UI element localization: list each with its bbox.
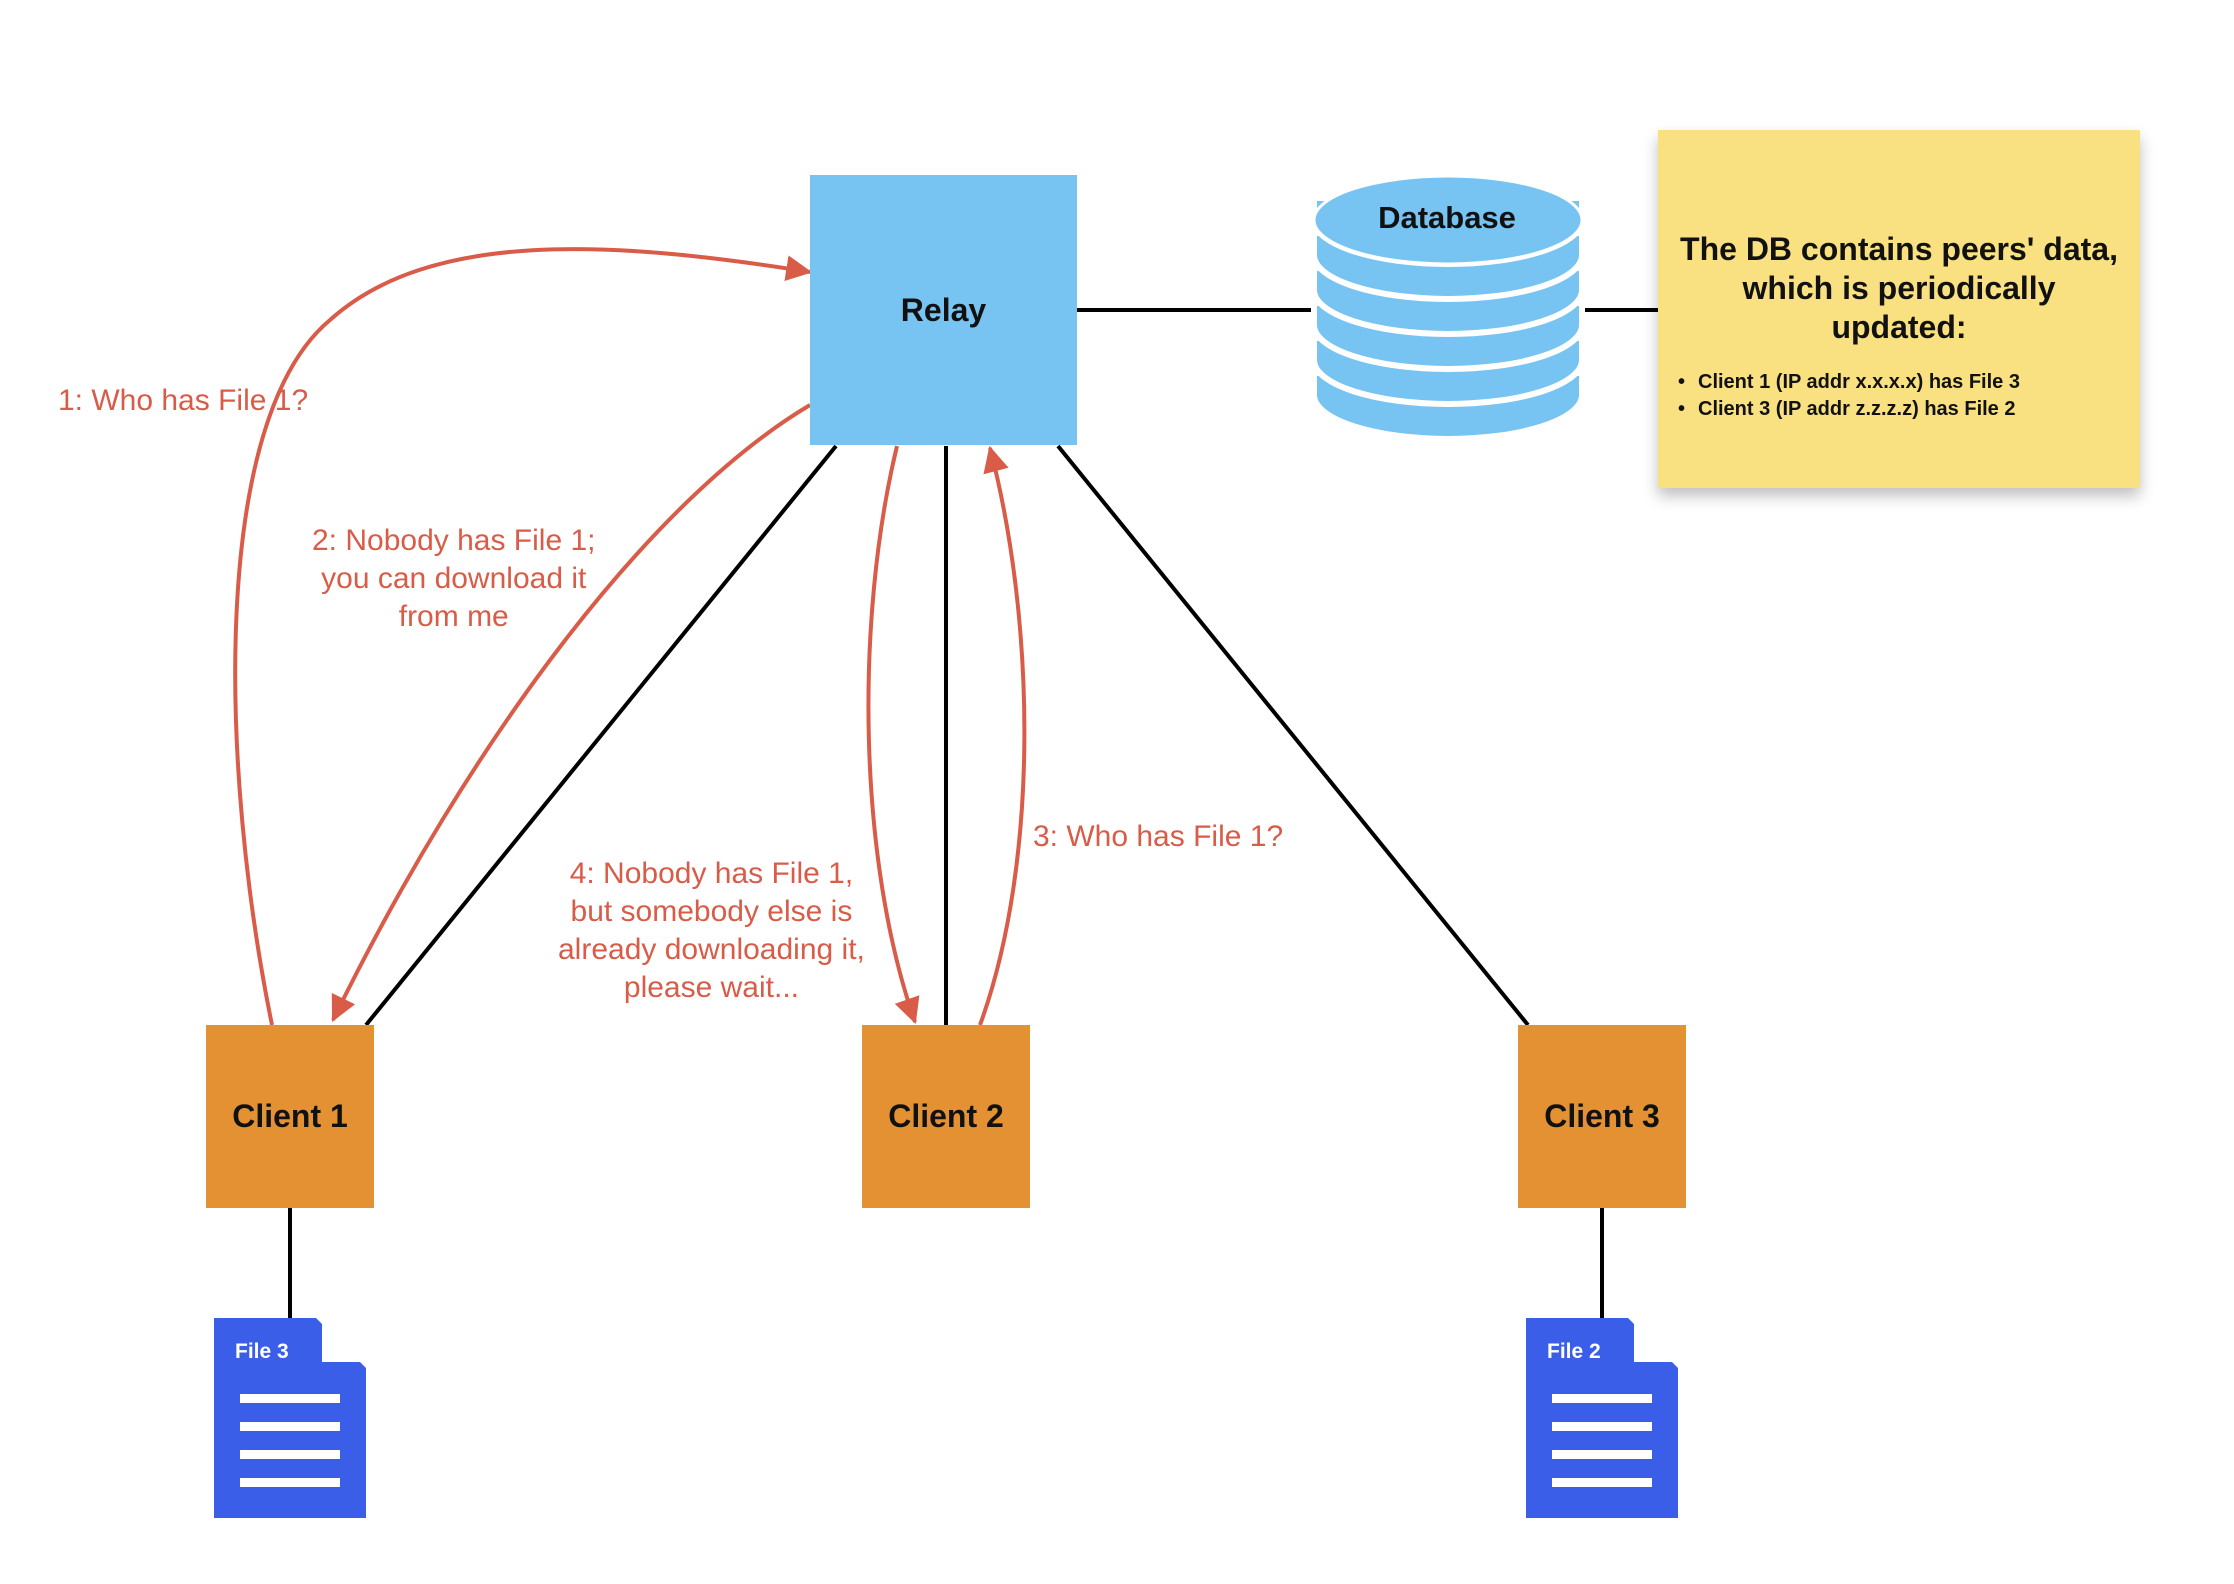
message-4-line: but somebody else is: [570, 895, 853, 928]
message-2-label: 2: Nobody has File 1; you can download i…: [312, 522, 596, 636]
message-3-label: 3: Who has File 1?: [1033, 820, 1284, 853]
relay-label: Relay: [900, 291, 987, 328]
relay-node: Relay: [810, 175, 1077, 445]
client-3-node: Client 3: [1518, 1025, 1686, 1208]
arrow-message-4: [866, 445, 920, 1025]
file-2-label: File 2: [1547, 1340, 1601, 1363]
message-2-line: you can download it: [321, 562, 587, 595]
note-list: Client 1 (IP addr x.x.x.x) has File 3 Cl…: [1672, 369, 2126, 423]
database-note: The DB contains peers' data, which is pe…: [1658, 130, 2140, 488]
message-4-label: 4: Nobody has File 1, but somebody else …: [558, 855, 865, 1007]
client-3-label: Client 3: [1544, 1098, 1660, 1134]
file-3-label: File 3: [235, 1340, 289, 1363]
link-relay-client1: [364, 444, 838, 1027]
note-item: Client 1 (IP addr x.x.x.x) has File 3: [1678, 369, 2126, 396]
arrow-message-2: [331, 403, 812, 1022]
message-4-line: already downloading it,: [558, 933, 865, 966]
document-icon: [1526, 1318, 1678, 1518]
client-2-label: Client 2: [888, 1098, 1004, 1134]
client-2-node: Client 2: [862, 1025, 1030, 1208]
client-1-node: Client 1: [206, 1025, 374, 1208]
message-4-line: please wait...: [623, 971, 799, 1004]
arrow-message-3: [978, 445, 1027, 1026]
database-label: Database: [1378, 200, 1516, 235]
arrow-message-1: [233, 247, 813, 1026]
link-relay-client3: [1056, 444, 1530, 1027]
client-1-label: Client 1: [232, 1098, 348, 1134]
message-1-label: 1: Who has File 1?: [58, 384, 309, 417]
note-title: The DB contains peers' data, which is pe…: [1680, 231, 2118, 345]
document-icon: [214, 1318, 366, 1518]
note-item: Client 3 (IP addr z.z.z.z) has File 2: [1678, 396, 2126, 423]
database-icon: [1311, 174, 1585, 442]
message-2-line: from me: [398, 600, 509, 633]
message-4-line: 4: Nobody has File 1,: [569, 857, 854, 890]
message-2-line: 2: Nobody has File 1;: [312, 524, 596, 557]
